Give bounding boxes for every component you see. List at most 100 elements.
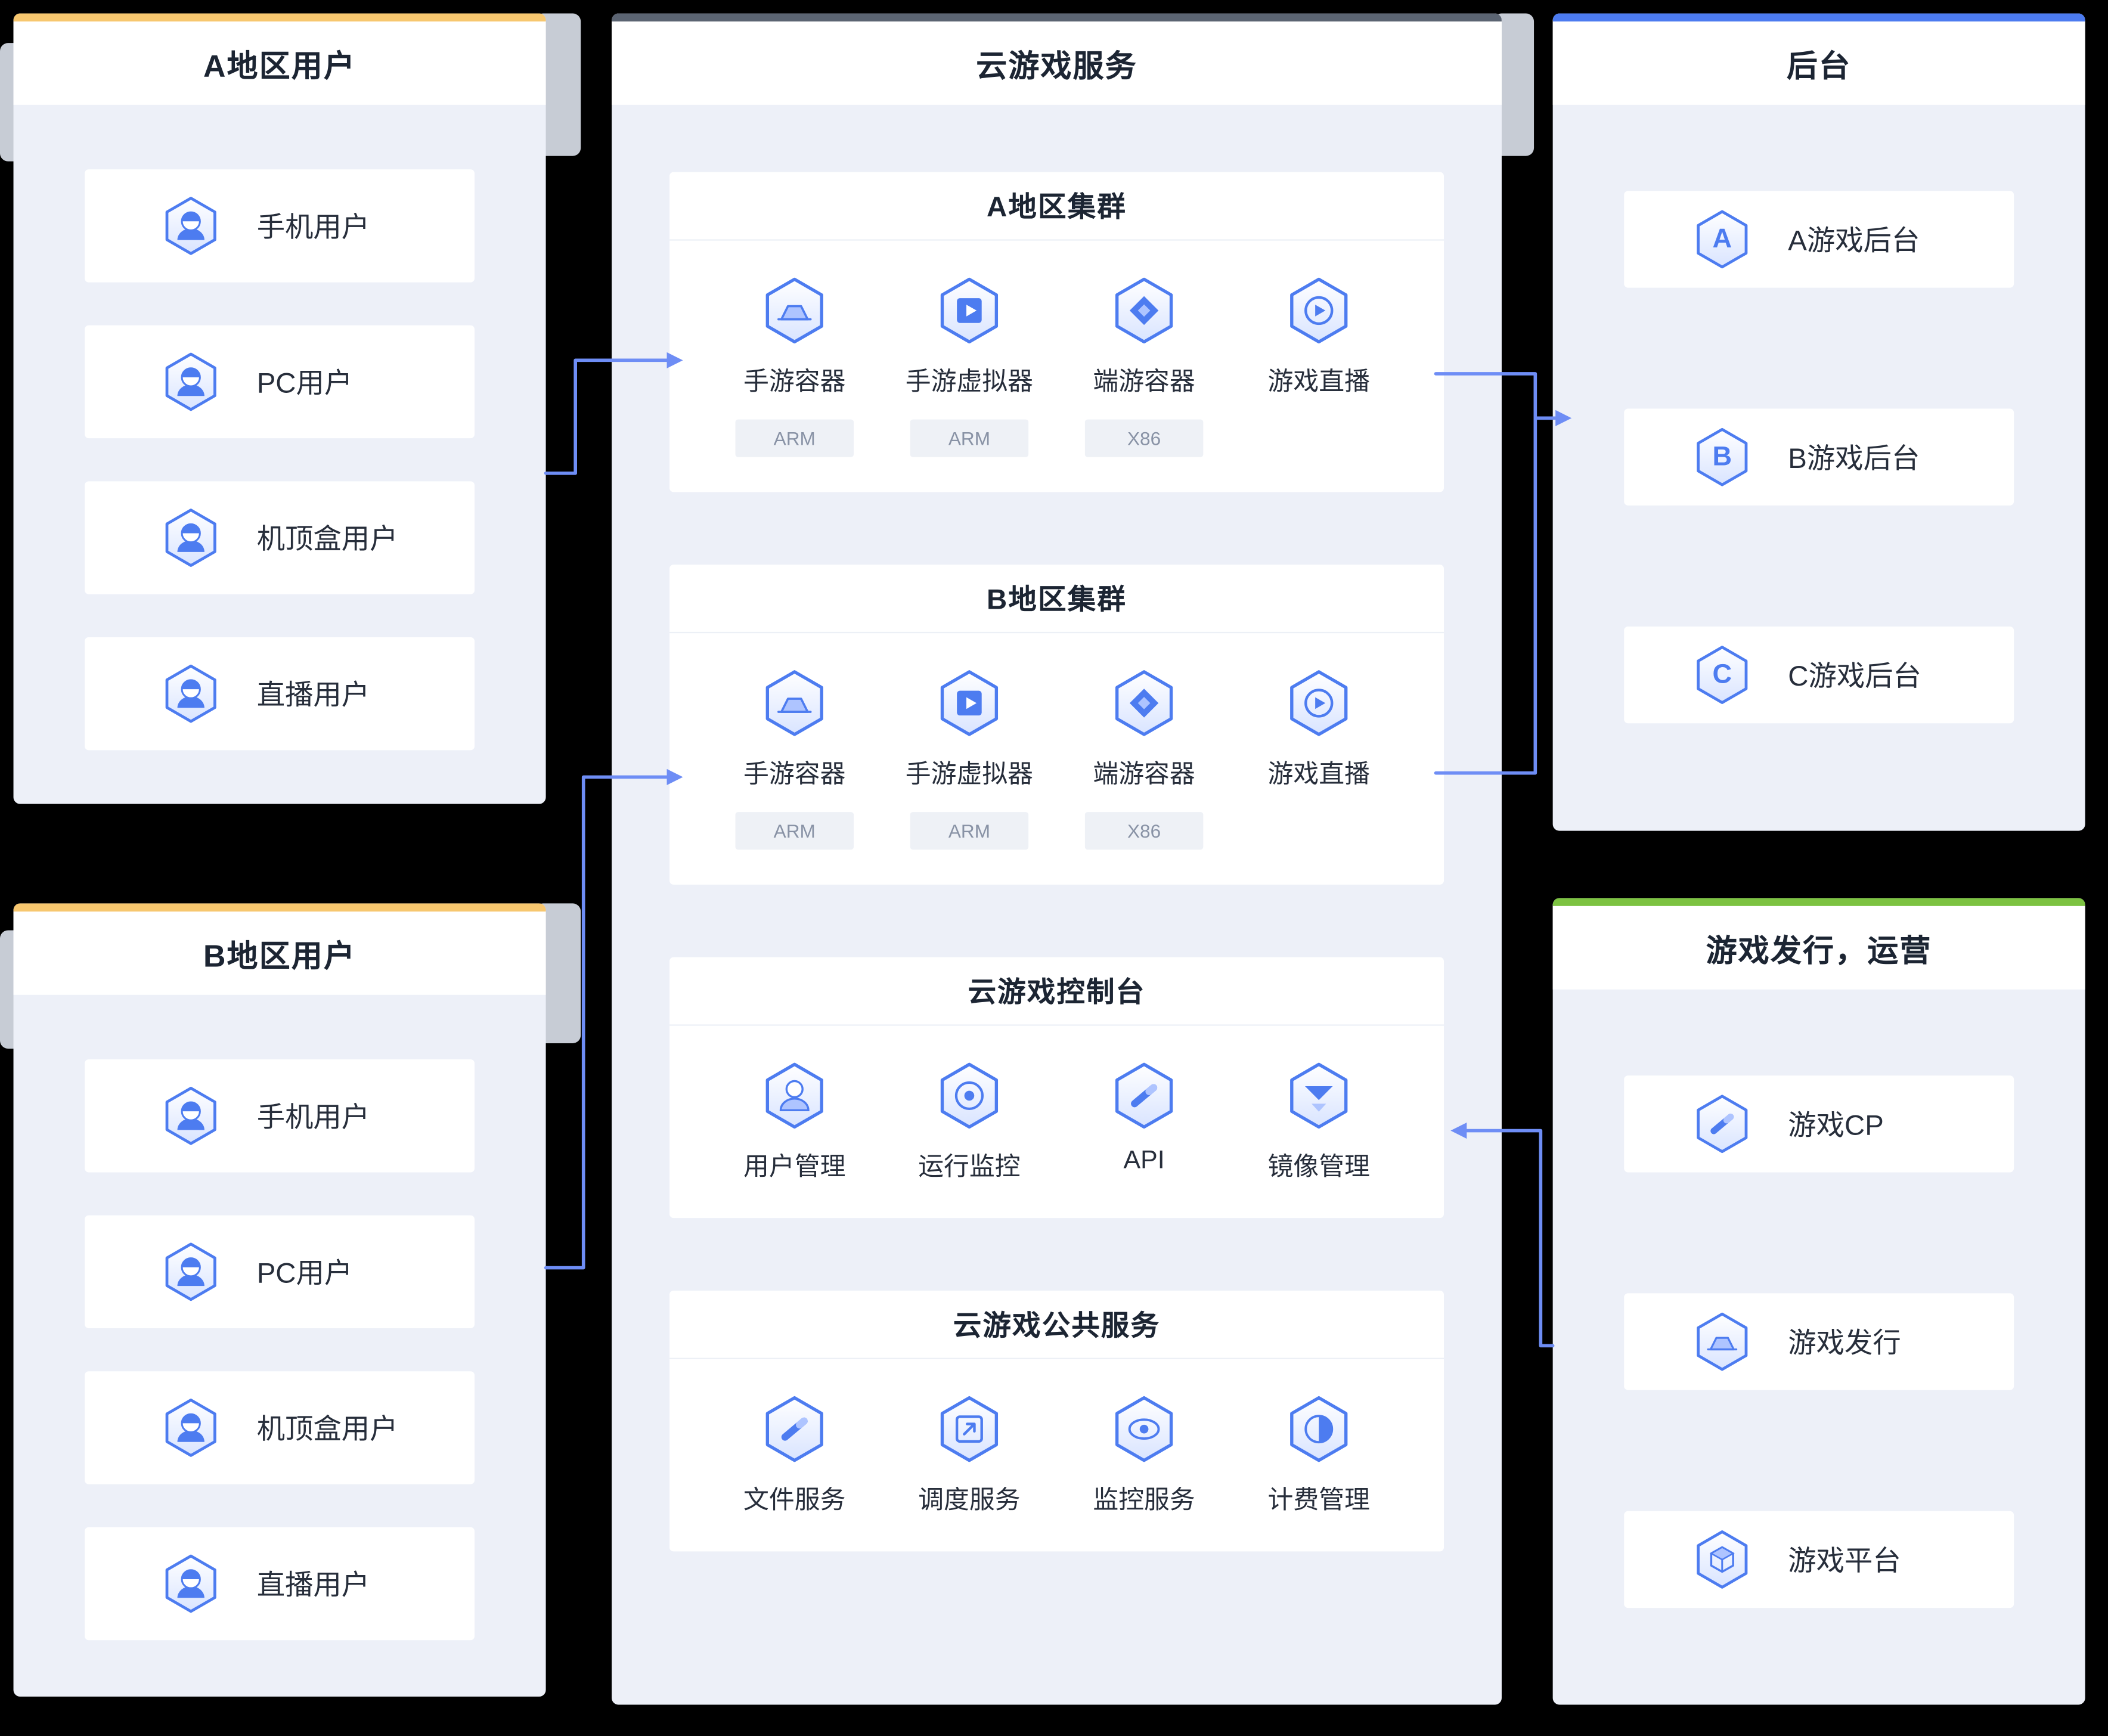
run-monitor-icon [934,1061,1004,1130]
pc-user-icon [160,351,222,413]
arch-tag: X86 [1084,812,1204,850]
service-label: 运行监控 [918,1153,1021,1182]
panel-backend: 后台 A A游戏后台 B B游戏后台 C [1552,13,2085,831]
user-management-icon [760,1061,829,1130]
user-card-mobile: 手机用户 [85,169,475,283]
publishing-card-distribution: 游戏发行 [1624,1293,2014,1390]
service-label: 端游容器 [1093,368,1195,397]
panel-region-a-users: A地区用户 手机用户 PC用户 机顶盒用户 直播用户 [13,13,546,804]
backend-card-a: A A游戏后台 [1624,191,2014,288]
arch-tag: ARM [735,812,854,850]
game-cp-icon [1691,1093,1753,1155]
service-label: 调度服务 [918,1487,1021,1515]
service-item-scheduling-service: 调度服务 [882,1394,1056,1517]
monitor-service-icon [1109,1394,1179,1464]
service-item-mobile-container: 手游容器 ARM [707,668,882,850]
mobile-emulator-icon [934,275,1004,345]
service-item-mobile-emulator: 手游虚拟器 ARM [882,275,1056,457]
service-item-game-live: 游戏直播 [1232,275,1406,457]
user-card-label: 机顶盒用户 [256,1414,398,1446]
service-item-mobile-emulator: 手游虚拟器 ARM [882,668,1056,850]
section-cluster-b: B地区集群 手游容器 ARM 手游虚拟器 ARM 端游容器 [669,565,1444,885]
service-item-mobile-container: 手游容器 ARM [707,275,882,457]
letter-a-icon: A [1691,209,1753,271]
game-live-icon [1284,668,1354,738]
service-label: API [1123,1146,1165,1175]
backend-card-label: B游戏后台 [1788,444,1920,475]
scheduling-service-icon [934,1394,1004,1464]
service-label: 计费管理 [1267,1487,1370,1515]
backend-card-b: B B游戏后台 [1624,408,2014,506]
section-title: A地区集群 [669,172,1444,241]
image-management-icon [1284,1061,1354,1130]
backend-card-label: A游戏后台 [1788,225,1920,257]
service-item-api: API [1057,1061,1232,1183]
section-cluster-a: A地区集群 手游容器 ARM 手游虚拟器 ARM 端游容器 [669,172,1444,492]
user-card-label: PC用户 [256,1258,353,1289]
section-title: 云游戏公共服务 [669,1291,1444,1359]
arch-tag: ARM [910,812,1029,850]
service-label: 游戏直播 [1267,368,1370,397]
panel-title: A地区用户 [13,13,546,105]
mobile-container-icon [760,275,829,345]
service-label: 端游容器 [1093,761,1195,789]
service-label: 手游容器 [743,761,846,789]
section-title: 云游戏控制台 [669,957,1444,1026]
game-platform-icon [1691,1529,1753,1591]
user-card-label: 机顶盒用户 [256,524,398,556]
service-item-pc-container: 端游容器 X86 [1057,668,1232,850]
live-user-icon [160,1553,222,1615]
letter-c-icon: C [1691,644,1753,706]
service-label: 用户管理 [743,1153,846,1182]
settop-user-icon [160,1397,222,1459]
publishing-card-platform: 游戏平台 [1624,1511,2014,1608]
service-label: 文件服务 [743,1487,846,1515]
user-card-live: 直播用户 [85,637,475,751]
service-item-pc-container: 端游容器 X86 [1057,275,1232,457]
service-item-user-management: 用户管理 [707,1061,882,1183]
panel-title: 云游戏服务 [612,13,1502,105]
mobile-emulator-icon [934,668,1004,738]
section-console: 云游戏控制台 用户管理 运行监控 API [669,957,1444,1219]
publishing-card-label: 游戏平台 [1788,1546,1901,1577]
user-card-label: 手机用户 [256,212,370,244]
backend-card-c: C C游戏后台 [1624,626,2014,724]
user-card-settop: 机顶盒用户 [85,1371,475,1484]
panel-title: 游戏发行，运营 [1552,898,2085,990]
letter-b-icon: B [1691,426,1753,488]
user-card-label: 直播用户 [256,1570,370,1601]
publishing-card-cp: 游戏CP [1624,1075,2014,1173]
arch-tag: ARM [910,419,1029,457]
panel-title: B地区用户 [13,903,546,995]
publishing-card-label: 游戏CP [1788,1110,1884,1142]
user-card-settop: 机顶盒用户 [85,481,475,594]
service-label: 手游虚拟器 [905,761,1034,789]
game-distribution-icon [1691,1311,1753,1373]
mobile-user-icon [160,195,222,257]
service-item-billing-management: 计费管理 [1232,1394,1406,1517]
arch-tag: X86 [1084,419,1204,457]
user-card-mobile: 手机用户 [85,1059,475,1173]
service-label: 镜像管理 [1267,1153,1370,1182]
user-card-pc: PC用户 [85,325,475,439]
live-user-icon [160,663,222,725]
api-icon [1109,1061,1179,1130]
user-card-label: 手机用户 [256,1102,370,1134]
service-item-monitor-service: 监控服务 [1057,1394,1232,1517]
game-live-icon [1284,275,1354,345]
panel-publishing: 游戏发行，运营 游戏CP 游戏发行 游戏平台 [1552,898,2085,1705]
user-card-live: 直播用户 [85,1527,475,1641]
service-item-run-monitor: 运行监控 [882,1061,1056,1183]
user-card-label: 直播用户 [256,680,370,711]
section-title: B地区集群 [669,565,1444,634]
backend-card-label: C游戏后台 [1788,661,1921,693]
service-item-image-management: 镜像管理 [1232,1061,1406,1183]
service-label: 手游虚拟器 [905,368,1034,397]
service-label: 手游容器 [743,368,846,397]
pc-user-icon [160,1241,222,1303]
mobile-user-icon [160,1085,222,1147]
mobile-container-icon [760,668,829,738]
panel-region-b-users: B地区用户 手机用户 PC用户 机顶盒用户 直播用户 [13,903,546,1697]
billing-management-icon [1284,1394,1354,1464]
